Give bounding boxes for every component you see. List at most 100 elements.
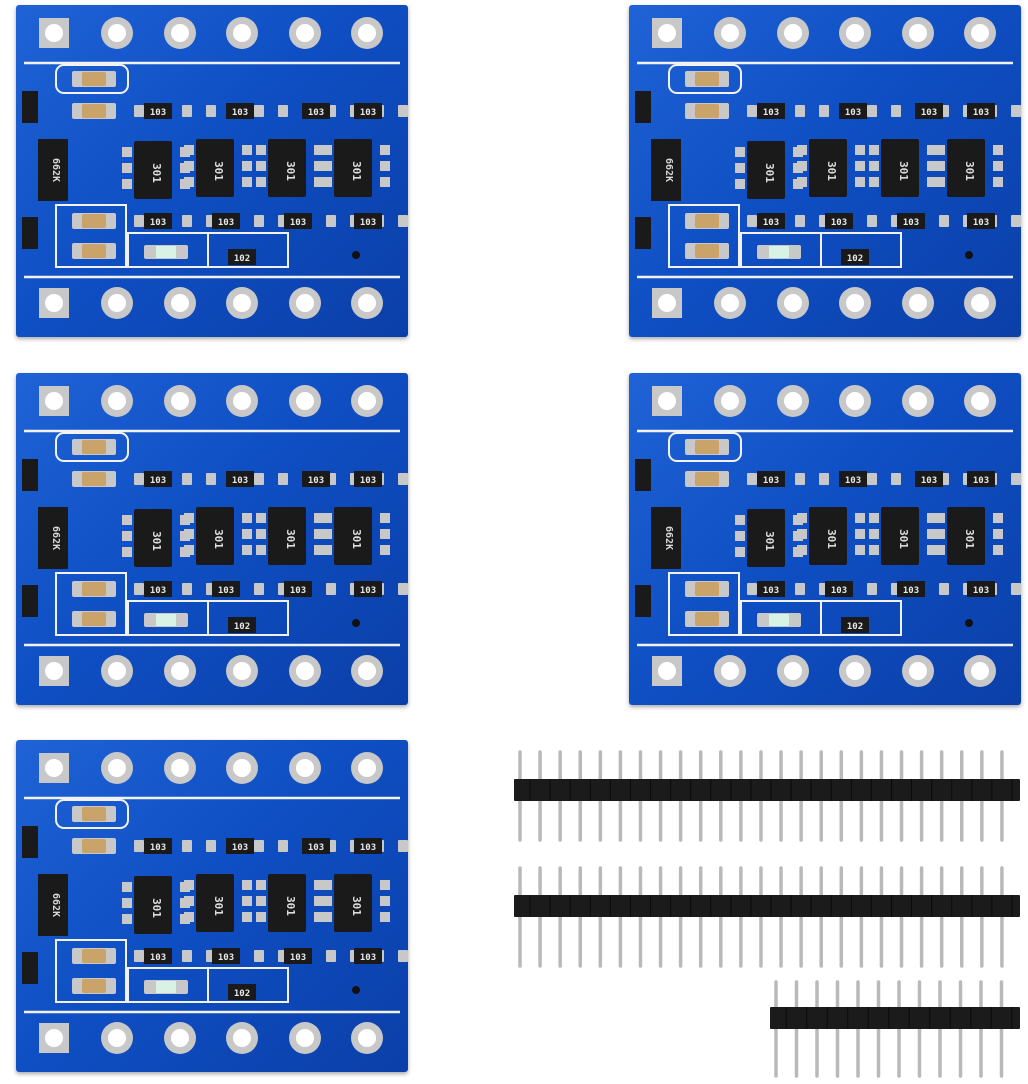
capacitor (695, 244, 719, 258)
transistor-pad (242, 880, 252, 890)
silk-outline (820, 232, 902, 268)
led (156, 614, 176, 626)
transistor-pad (242, 545, 252, 555)
led (156, 246, 176, 258)
smd-pad (182, 950, 192, 962)
mosfet (809, 507, 847, 565)
resistor-marking: 103 (150, 218, 166, 228)
voltage-regulator (651, 507, 681, 569)
diode (635, 585, 651, 617)
through-hole (721, 392, 739, 410)
transistor-pad (380, 529, 390, 539)
through-hole (296, 759, 314, 777)
transistor-pad (935, 545, 945, 555)
capacitor (82, 244, 106, 258)
silk-outline (207, 600, 289, 636)
resistor (228, 984, 256, 1000)
mosfet-marking: 301 (212, 529, 225, 549)
transistor-pad (869, 513, 879, 523)
silk-outline (55, 799, 129, 829)
transistor-pad (122, 179, 132, 189)
smd-pad (134, 950, 144, 962)
transistor-pad (242, 529, 252, 539)
capacitor (82, 72, 106, 86)
silk-outline (207, 967, 289, 1003)
transistor-pad (935, 177, 945, 187)
through-hole (233, 759, 251, 777)
resistor-marking: 103 (218, 218, 234, 228)
resistor (144, 471, 172, 487)
resistor-marking: 102 (847, 622, 863, 632)
led (156, 981, 176, 993)
transistor-pad (122, 898, 132, 908)
resistor-marking: 102 (234, 989, 250, 999)
resistor-marking: 103 (232, 108, 248, 118)
mosfet-marking: 301 (963, 161, 976, 181)
transistor-pad (927, 145, 937, 155)
resistor-marking: 103 (150, 586, 166, 596)
mosfet-marking: 301 (350, 161, 363, 181)
through-hole (658, 294, 676, 312)
transistor-pad (122, 515, 132, 525)
smd-pad (939, 215, 949, 227)
via (352, 251, 360, 259)
transistor-pad (993, 529, 1003, 539)
through-hole (909, 392, 927, 410)
transistor-pad (797, 513, 807, 523)
resistor-marking: 103 (232, 476, 248, 486)
led (769, 246, 789, 258)
through-hole (296, 24, 314, 42)
resistor (228, 249, 256, 265)
resistor (915, 471, 943, 487)
transistor-pad (797, 529, 807, 539)
resistor (302, 838, 330, 854)
smd-pad (182, 473, 192, 485)
smd-pad (891, 473, 901, 485)
transistor-pad (322, 529, 332, 539)
transistor-pad (855, 529, 865, 539)
silk-outline (55, 572, 127, 636)
mosfet-marking: 301 (150, 163, 163, 183)
transistor-pad (935, 513, 945, 523)
through-hole (45, 1029, 63, 1047)
transistor-pad (735, 179, 745, 189)
transistor-pad (380, 896, 390, 906)
resistor (897, 213, 925, 229)
mosfet-marking: 301 (212, 896, 225, 916)
through-hole (358, 759, 376, 777)
through-hole (233, 662, 251, 680)
via (352, 619, 360, 627)
resistor (354, 948, 382, 964)
through-hole (108, 294, 126, 312)
smd-pad (939, 583, 949, 595)
capacitor (82, 214, 106, 228)
transistor-pad (122, 163, 132, 173)
transistor-pad (314, 880, 324, 890)
transistor-pad (380, 161, 390, 171)
transistor-pad (184, 161, 194, 171)
smd-pad (867, 105, 877, 117)
resistor (915, 103, 943, 119)
through-hole (296, 294, 314, 312)
transistor-pad (242, 145, 252, 155)
transistor-pad (869, 145, 879, 155)
resistor-marking: 103 (232, 843, 248, 853)
resistor-marking: 103 (360, 586, 376, 596)
smd-pad (134, 583, 144, 595)
resistor (302, 471, 330, 487)
resistor-marking: 103 (218, 586, 234, 596)
through-hole (909, 24, 927, 42)
via (965, 619, 973, 627)
transistor-pad (314, 161, 324, 171)
transistor-pad (242, 896, 252, 906)
resistor (757, 213, 785, 229)
transistor-pad (869, 529, 879, 539)
through-hole (971, 294, 989, 312)
transistor-pad (927, 177, 937, 187)
transistor-pad (184, 545, 194, 555)
resistor (967, 471, 995, 487)
resistor-marking: 103 (290, 586, 306, 596)
